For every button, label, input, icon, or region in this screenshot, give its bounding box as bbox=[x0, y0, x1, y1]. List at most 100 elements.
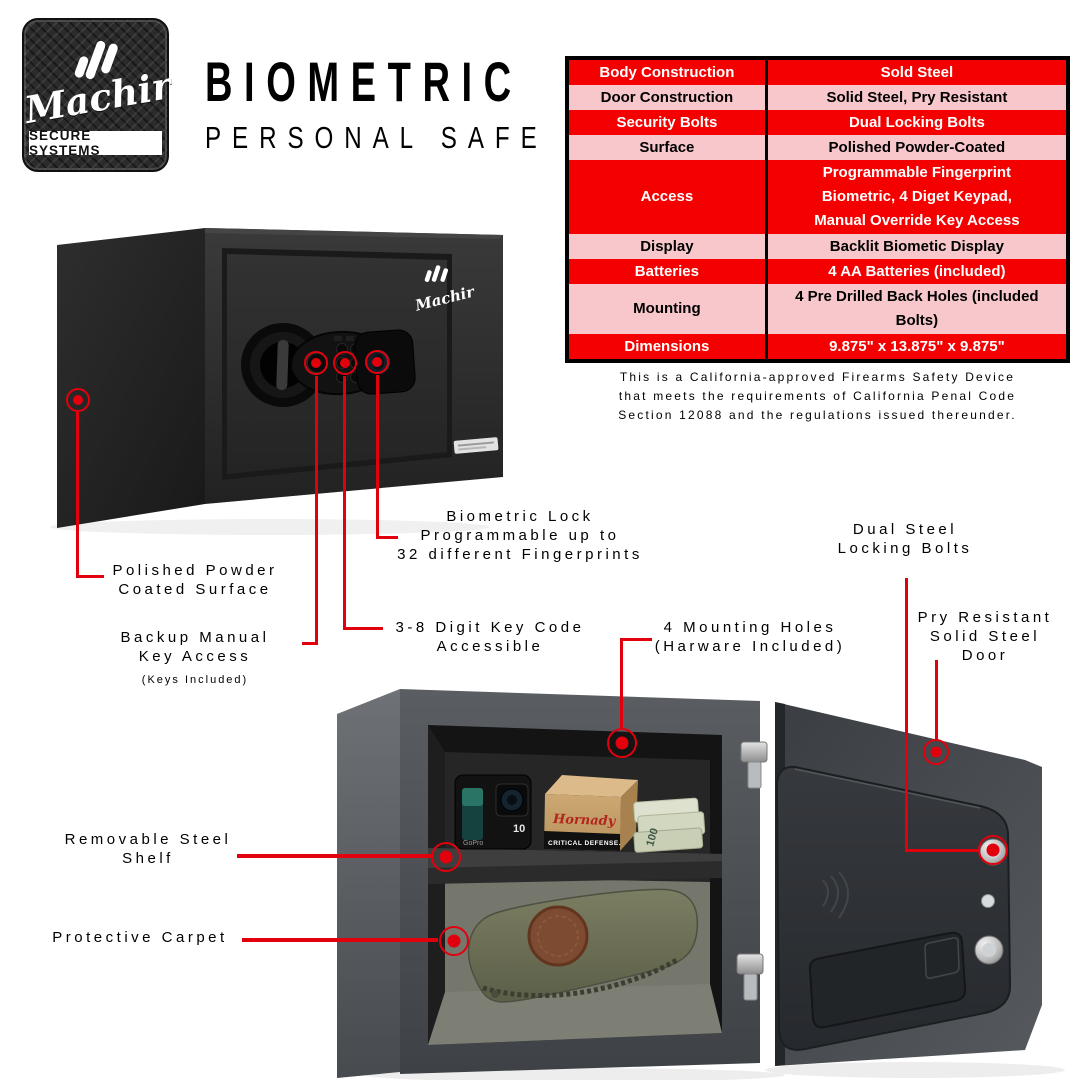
callout-line-mounting-h bbox=[620, 638, 652, 641]
callout-marker-keycode bbox=[333, 351, 357, 375]
brand-tagline: SECURE SYSTEMS bbox=[29, 128, 162, 158]
spec-value: Solid Steel, Pry Resistant bbox=[767, 85, 1066, 110]
callout-keycode: 3-8 Digit Key Code Accessible bbox=[375, 618, 605, 656]
page-title: BIOMETRIC PERSONAL SAFE bbox=[205, 50, 672, 156]
pistol-pouch bbox=[467, 888, 699, 1003]
spec-value: 9.875" x 13.875" x 9.875" bbox=[767, 334, 1066, 359]
callout-shelf: Removable Steel Shelf bbox=[38, 830, 258, 868]
callout-line-mounting-v bbox=[620, 638, 623, 728]
machir-logo: Machir SECURE SYSTEMS bbox=[21, 18, 175, 172]
callout-line-bolts-h bbox=[905, 849, 979, 852]
callout-text: 3-8 Digit Key Code bbox=[395, 619, 585, 636]
spec-value: 4 Pre Drilled Back Holes (included Bolts… bbox=[767, 284, 1066, 334]
camera-brand-label: GoPro bbox=[463, 840, 483, 847]
spec-label: Dimensions bbox=[569, 334, 768, 359]
callout-line-shelf-h bbox=[237, 854, 431, 858]
callout-line-powder-h bbox=[76, 575, 104, 578]
callout-text: Dual Steel bbox=[852, 521, 958, 538]
callout-line-backup-v bbox=[315, 376, 318, 645]
callout-text: Polished Powder bbox=[112, 562, 278, 579]
callout-backup: Backup Manual Key Access (Keys Included) bbox=[85, 628, 305, 690]
callout-text: Solid Steel bbox=[929, 628, 1041, 645]
callout-marker-mounting bbox=[607, 728, 637, 758]
spec-value: Polished Powder-Coated bbox=[767, 135, 1066, 160]
callout-text: Locking Bolts bbox=[837, 540, 973, 557]
callout-marker-backup bbox=[304, 351, 328, 375]
callout-line-carpet-h bbox=[242, 938, 438, 942]
callout-text: Accessible bbox=[436, 638, 544, 655]
spec-label: Body Construction bbox=[569, 60, 768, 85]
callout-door: Pry Resistant Solid Steel Door bbox=[895, 608, 1075, 665]
gopro-camera: 10 GoPro bbox=[454, 774, 532, 850]
cash-label: 100 bbox=[644, 827, 661, 848]
callout-text: Key Access bbox=[138, 648, 252, 665]
spec-label: Door Construction bbox=[569, 85, 768, 110]
callout-text: Protective Carpet bbox=[52, 929, 228, 946]
title-line2: PERSONAL SAFE bbox=[205, 120, 548, 155]
spec-label: Access bbox=[569, 160, 768, 234]
callout-text: 32 different Fingerprints bbox=[397, 546, 643, 563]
spec-value: Dual Locking Bolts bbox=[767, 110, 1066, 135]
callout-marker-bolts bbox=[978, 835, 1008, 865]
spec-value: Sold Steel bbox=[767, 60, 1066, 85]
callout-marker-powder bbox=[66, 388, 90, 412]
callout-text: Biometric Lock bbox=[446, 508, 594, 525]
callout-bolts: Dual Steel Locking Bolts bbox=[810, 520, 1000, 558]
ammo-box: Hornady CRITICAL DEFENSE. bbox=[544, 775, 638, 851]
callout-line-keycode-h bbox=[343, 627, 383, 630]
spec-label: Batteries bbox=[569, 259, 768, 284]
california-disclaimer: This is a California-approved Firearms S… bbox=[570, 368, 1065, 425]
cash-stack: 100 bbox=[633, 797, 706, 853]
callout-text: Door bbox=[961, 647, 1009, 664]
callout-text: Programmable up to bbox=[420, 527, 620, 544]
callout-text: 4 Mounting Holes bbox=[663, 619, 837, 636]
hinge-top bbox=[740, 741, 768, 789]
callout-marker-door bbox=[923, 739, 949, 765]
callout-marker-biometric bbox=[365, 350, 389, 374]
callout-line-door-v bbox=[935, 660, 938, 740]
spec-label: Surface bbox=[569, 135, 768, 160]
callout-carpet: Protective Carpet bbox=[35, 928, 245, 947]
disclaimer-line: that meets the requirements of Californi… bbox=[618, 389, 1017, 403]
spec-label: Mounting bbox=[569, 284, 768, 334]
callout-line-powder-v bbox=[76, 412, 79, 578]
callout-note: (Keys Included) bbox=[141, 674, 249, 686]
callout-line-backup-h bbox=[302, 642, 318, 645]
title-line1: BIOMETRIC bbox=[205, 50, 523, 113]
closed-safe-image: Machir bbox=[50, 228, 503, 535]
ammo-line-label: CRITICAL DEFENSE. bbox=[548, 840, 621, 847]
safe-door bbox=[775, 702, 1042, 1066]
spec-label: Security Bolts bbox=[569, 110, 768, 135]
callout-line-biometric-h bbox=[376, 536, 398, 539]
callout-line-biometric-v bbox=[376, 375, 379, 539]
callout-text: Shelf bbox=[122, 850, 174, 867]
callout-marker-carpet bbox=[439, 926, 469, 956]
spec-value: Backlit Biometic Display bbox=[767, 234, 1066, 259]
callout-text: Removable Steel bbox=[64, 831, 232, 848]
callout-marker-shelf bbox=[431, 842, 461, 872]
spec-value: Programmable Fingerprint Biometric, 4 Di… bbox=[767, 160, 1066, 234]
callout-powder: Polished Powder Coated Surface bbox=[85, 561, 305, 599]
disclaimer-line: This is a California-approved Firearms S… bbox=[619, 370, 1016, 384]
disclaimer-line: Section 12088 and the regulations issued… bbox=[618, 408, 1017, 422]
hinge-bottom bbox=[736, 953, 764, 1001]
callout-line-bolts-v bbox=[905, 578, 908, 852]
open-safe-image: 10 GoPro Hornady CRITICAL DEFENSE. 100 bbox=[337, 689, 1065, 1080]
callout-text: Pry Resistant bbox=[917, 609, 1053, 626]
spec-label: Display bbox=[569, 234, 768, 259]
spec-value: 4 AA Batteries (included) bbox=[767, 259, 1066, 284]
ammo-brand-label: Hornady bbox=[552, 812, 617, 829]
callout-text: Coated Surface bbox=[118, 581, 272, 598]
callout-text: Backup Manual bbox=[120, 629, 270, 646]
callout-text: (Harware Included) bbox=[654, 638, 846, 655]
